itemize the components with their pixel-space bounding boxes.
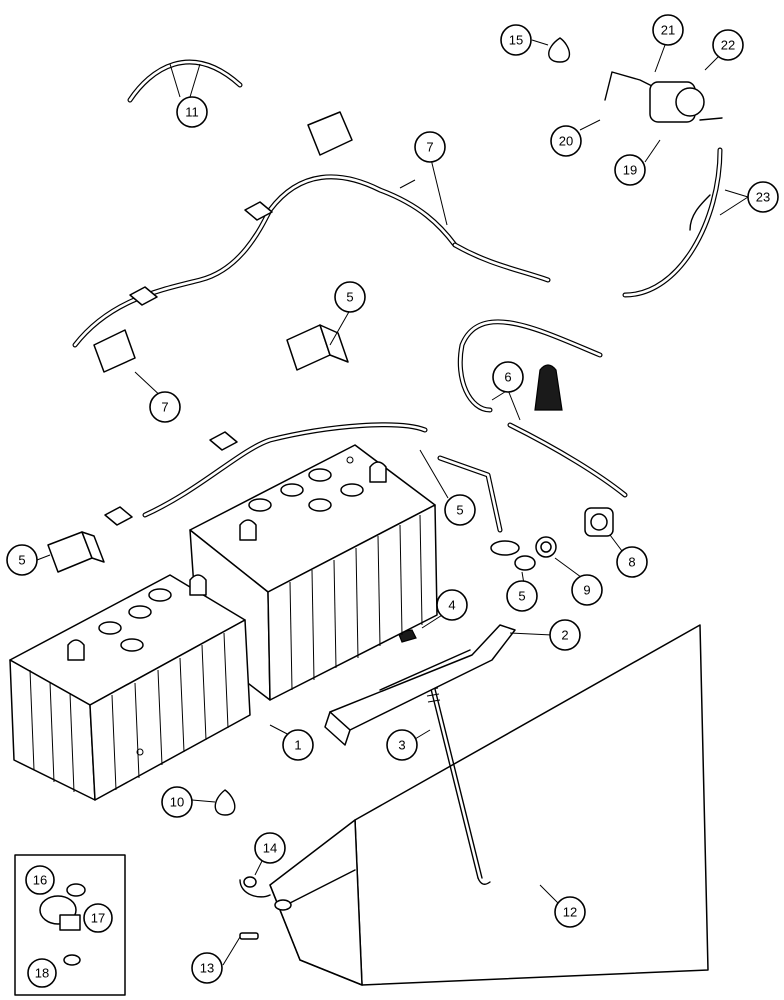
battery-cable-upper (72, 111, 551, 373)
svg-text:5: 5 (518, 589, 525, 604)
battery-front (9, 574, 251, 801)
svg-text:22: 22 (721, 38, 735, 53)
callout-5-upper: 5 (334, 281, 366, 313)
svg-text:16: 16 (33, 873, 47, 888)
callout-7-lower: 7 (149, 391, 181, 423)
disconnect-switch (584, 507, 614, 537)
battery-box (269, 624, 709, 986)
svg-text:20: 20 (559, 134, 573, 149)
callout-15: 15 (500, 24, 532, 56)
callout-13: 13 (191, 952, 223, 984)
callout-23: 23 (747, 181, 779, 213)
callout-17: 17 (83, 903, 113, 933)
callout-19: 19 (614, 154, 646, 186)
svg-text:1: 1 (294, 738, 301, 753)
cable-with-boot (457, 319, 628, 498)
terminal-cap-small (514, 555, 536, 571)
svg-text:3: 3 (398, 738, 405, 753)
svg-text:15: 15 (509, 33, 523, 48)
svg-text:14: 14 (263, 841, 277, 856)
callout-10: 10 (161, 786, 193, 818)
callout-5-left: 5 (6, 544, 38, 576)
svg-text:10: 10 (170, 795, 184, 810)
svg-text:5: 5 (18, 553, 25, 568)
svg-text:4: 4 (448, 598, 455, 613)
clamp-upper (548, 37, 571, 63)
nut-washer (535, 536, 557, 558)
callout-11: 11 (176, 96, 208, 128)
svg-text:23: 23 (756, 190, 770, 205)
callout-6: 6 (492, 361, 524, 393)
svg-text:7: 7 (426, 140, 433, 155)
svg-text:5: 5 (346, 290, 353, 305)
callout-4: 4 (436, 589, 468, 621)
svg-text:2: 2 (561, 628, 568, 643)
callout-9: 9 (571, 574, 603, 606)
terminal-cap-upper (286, 324, 349, 371)
clamp-lower (214, 789, 236, 816)
svg-text:17: 17 (91, 911, 105, 926)
callout-3: 3 (386, 729, 418, 761)
solenoid-assembly (604, 71, 723, 123)
callout-21: 21 (652, 14, 684, 46)
svg-text:9: 9 (583, 583, 590, 598)
wire-clip (239, 876, 271, 898)
cable-23 (622, 147, 723, 298)
svg-text:19: 19 (623, 163, 637, 178)
battery-cable-lower (104, 422, 428, 526)
callout-8: 8 (616, 546, 648, 578)
callout-2: 2 (549, 619, 581, 651)
svg-text:21: 21 (661, 23, 675, 38)
screw (239, 932, 259, 940)
callout-5-lower: 5 (506, 580, 538, 612)
callout-18: 18 (27, 958, 57, 988)
hold-down-bracket (324, 624, 516, 746)
callout-14: 14 (254, 832, 286, 864)
svg-text:13: 13 (200, 961, 214, 976)
jumper-cable (437, 455, 520, 556)
svg-text:7: 7 (161, 400, 168, 415)
callout-5-right: 5 (444, 494, 476, 526)
ground-strap (127, 59, 243, 103)
callout-7-upper: 7 (414, 131, 446, 163)
svg-text:6: 6 (504, 370, 511, 385)
svg-text:18: 18 (35, 966, 49, 981)
callout-20: 20 (550, 125, 582, 157)
terminal-cap-left (47, 531, 105, 573)
callout-12: 12 (554, 896, 586, 928)
callout-22: 22 (712, 29, 744, 61)
callout-1: 1 (282, 729, 314, 761)
svg-text:5: 5 (456, 503, 463, 518)
svg-text:11: 11 (185, 105, 199, 120)
svg-text:8: 8 (628, 555, 635, 570)
callout-16: 16 (25, 865, 55, 895)
svg-text:12: 12 (563, 905, 577, 920)
